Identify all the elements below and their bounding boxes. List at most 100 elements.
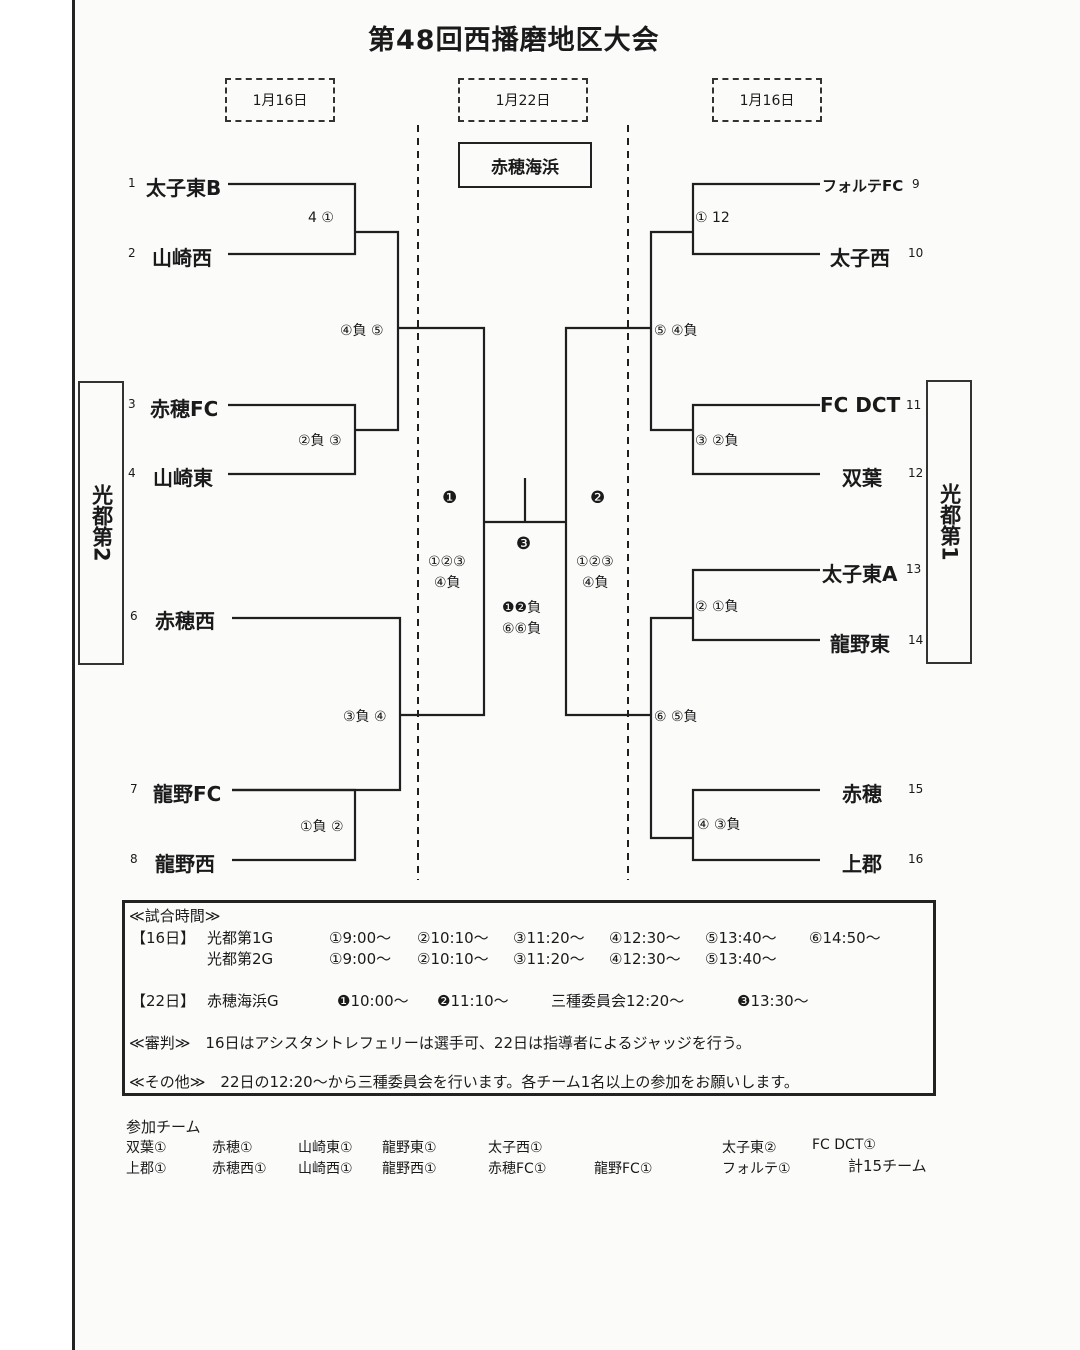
final-info: ⑥⑥負 xyxy=(502,621,542,637)
match-label: ⑤ ④負 xyxy=(654,323,698,339)
team-name: 上郡 xyxy=(842,852,882,876)
participant: 赤穂西① xyxy=(212,1161,267,1177)
match-label: ③負 ④ xyxy=(343,709,387,725)
team-number: 2 xyxy=(128,246,136,260)
group3-time: 三種委員会12:20～ xyxy=(551,992,685,1010)
document-page xyxy=(72,0,1080,1350)
match-label: ⑥ ⑤負 xyxy=(654,709,698,725)
semi-right-info: ④負 xyxy=(582,575,609,591)
team-name: 赤穂西 xyxy=(155,609,215,633)
date-box-left: 1月16日 xyxy=(225,78,335,122)
team-name: 龍野西 xyxy=(155,852,215,876)
other-note: ≪その他≫ 22日の12:20～から三種委員会を行います。各チーム1名以上の参加… xyxy=(129,1073,799,1091)
team-name: 赤穂FC xyxy=(150,397,219,421)
team-number: 15 xyxy=(908,782,924,796)
date-box-right: 1月16日 xyxy=(712,78,822,122)
team-number: 8 xyxy=(130,852,138,866)
participant: 龍野FC① xyxy=(594,1161,653,1177)
team-number: 3 xyxy=(128,397,136,411)
team-name: 太子東B xyxy=(146,176,222,200)
semi-right-mark: ❷ xyxy=(590,488,606,508)
team-name: 赤穂 xyxy=(842,782,882,806)
group2-time: ③11:20～ xyxy=(513,950,585,968)
day16-label: 【16日】 xyxy=(131,929,196,947)
group1-time: ②10:10～ xyxy=(417,929,489,947)
group3-time: ❷11:10～ xyxy=(437,992,509,1010)
block-right-text: 光都第1 xyxy=(937,483,962,561)
final-mark: ❸ xyxy=(516,534,532,554)
group3-time: ❸13:30～ xyxy=(737,992,809,1010)
participant: 双葉① xyxy=(126,1140,167,1156)
participant-total: 計15チーム xyxy=(848,1157,927,1175)
team-number: 4 xyxy=(128,466,136,480)
team-number: 16 xyxy=(908,852,924,866)
venue-box: 赤穂海浜 xyxy=(458,142,592,188)
group3-name: 赤穂海浜G xyxy=(207,992,279,1010)
participant: FC DCT① xyxy=(812,1137,876,1153)
group1-time: ③11:20～ xyxy=(513,929,585,947)
day22-label: 【22日】 xyxy=(131,992,196,1010)
venue-label: 赤穂海浜 xyxy=(491,157,559,178)
team-number: 9 xyxy=(912,177,920,191)
final-info: ❶❷負 xyxy=(502,600,542,616)
team-name: 山崎西 xyxy=(152,246,212,270)
team-name: 龍野FC xyxy=(153,782,222,806)
semi-left-mark: ❶ xyxy=(442,488,458,508)
schedule-heading: ≪試合時間≫ xyxy=(129,907,221,925)
team-number: 14 xyxy=(908,633,924,647)
match-label: ①負 ② xyxy=(300,819,344,835)
team-number: 12 xyxy=(908,466,924,480)
participant: 上郡① xyxy=(126,1161,167,1177)
match-label: ① 12 xyxy=(695,210,730,226)
participant: 太子東② xyxy=(722,1140,777,1156)
block-label-right: 光都第1 xyxy=(926,380,972,664)
participant: 太子西① xyxy=(488,1140,543,1156)
team-name: FC DCT xyxy=(820,393,901,417)
team-number: 6 xyxy=(130,609,138,623)
semi-right-info: ①②③ xyxy=(576,554,614,570)
date-center: 1月22日 xyxy=(495,93,551,109)
group1-time: ⑥14:50～ xyxy=(809,929,881,947)
date-left: 1月16日 xyxy=(252,93,308,109)
team-name: 双葉 xyxy=(842,466,882,490)
semi-left-info: ④負 xyxy=(434,575,461,591)
group1-name: 光都第1G xyxy=(207,929,274,947)
participant: フォルテ① xyxy=(722,1161,791,1177)
group1-time: ④12:30～ xyxy=(609,929,681,947)
referee-note: ≪審判≫ 16日はアシスタントレフェリーは選手可、22日は指導者によるジャッジを… xyxy=(129,1034,751,1052)
team-number: 10 xyxy=(908,246,924,260)
participant: 山崎東① xyxy=(298,1140,353,1156)
date-right: 1月16日 xyxy=(739,93,795,109)
group2-time: ⑤13:40～ xyxy=(705,950,777,968)
group2-time: ④12:30～ xyxy=(609,950,681,968)
match-label: ④ ③負 xyxy=(697,817,741,833)
participants-heading: 参加チーム xyxy=(126,1118,201,1136)
participant: 山崎西① xyxy=(298,1161,353,1177)
team-number: 1 xyxy=(128,176,136,190)
match-label: 4 ① xyxy=(308,210,334,226)
block-label-left: 光都第2 xyxy=(78,381,124,665)
group1-time: ①9:00～ xyxy=(329,929,392,947)
page-title: 第48回西播磨地区大会 xyxy=(368,25,660,56)
participant: 赤穂① xyxy=(212,1140,253,1156)
team-name: 太子東A xyxy=(822,562,898,586)
team-name: 山崎東 xyxy=(153,466,213,490)
team-number: 7 xyxy=(130,782,138,796)
schedule-box: ≪試合時間≫ 【16日】 光都第1G ①9:00～ ②10:10～ ③11:20… xyxy=(122,900,936,1096)
match-label: ④負 ⑤ xyxy=(340,323,384,339)
participant: 赤穂FC① xyxy=(488,1161,547,1177)
match-label: ②負 ③ xyxy=(298,433,342,449)
match-label: ② ①負 xyxy=(695,599,739,615)
group3-time: ❶10:00～ xyxy=(337,992,409,1010)
team-number: 13 xyxy=(906,562,922,576)
participant: 龍野東① xyxy=(382,1140,437,1156)
group2-time: ②10:10～ xyxy=(417,950,489,968)
team-number: 11 xyxy=(906,398,922,412)
team-name: 龍野東 xyxy=(830,632,890,656)
team-name: 太子西 xyxy=(830,246,890,270)
participant: 龍野西① xyxy=(382,1161,437,1177)
group2-time: ①9:00～ xyxy=(329,950,392,968)
team-name: フォルテFC xyxy=(822,177,904,195)
match-label: ③ ②負 xyxy=(695,433,739,449)
